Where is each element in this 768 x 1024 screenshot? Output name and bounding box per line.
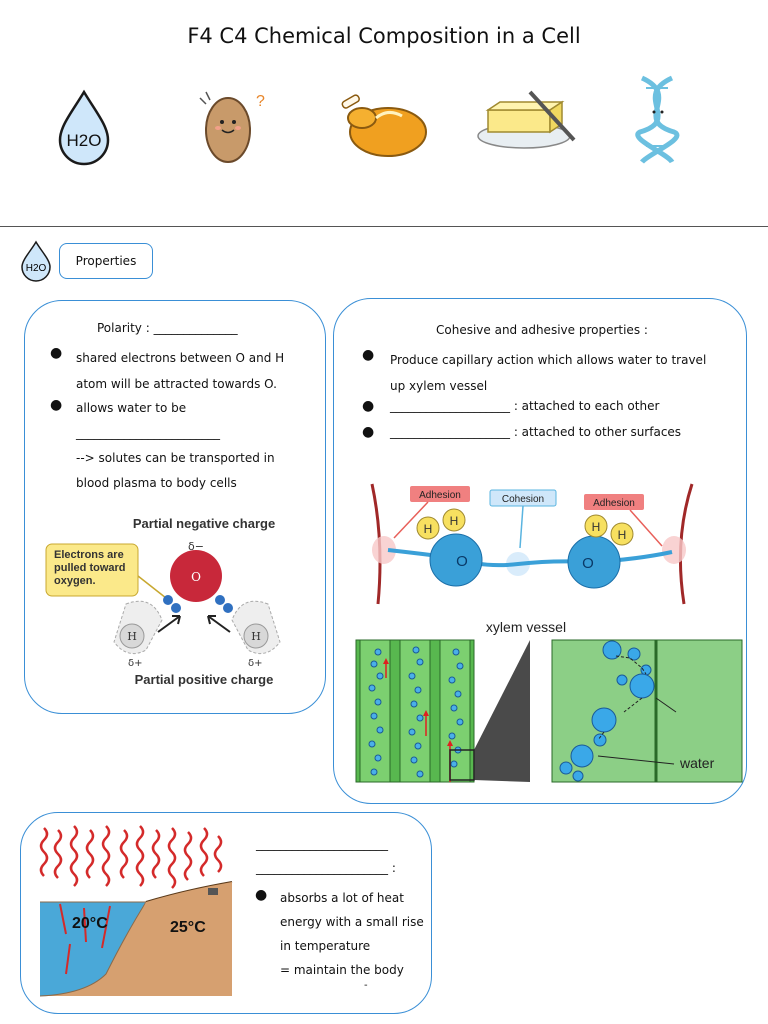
svg-text:O: O xyxy=(582,555,594,572)
bullet-dot: ● xyxy=(50,397,63,413)
svg-text:δ+: δ+ xyxy=(248,658,263,669)
svg-text:H: H xyxy=(127,630,137,643)
heat-bullet-line-1: absorbs a lot of heat xyxy=(280,891,404,905)
electrons-callout xyxy=(45,543,139,597)
polarity-bullet-2-line-3: --> solutes can be transported in xyxy=(76,451,275,465)
page-title: F4 C4 Chemical Composition in a Cell xyxy=(187,24,581,48)
svg-text:H2O: H2O xyxy=(26,263,47,274)
water-label: water xyxy=(679,755,715,771)
svg-text:Adhesion: Adhesion xyxy=(593,498,635,509)
adhesion-label-right xyxy=(584,494,644,510)
dna-icon xyxy=(635,75,680,164)
heat-bullet-line-3: in temperature xyxy=(280,939,371,953)
cohesion-heading: Cohesive and adhesive properties : xyxy=(436,323,648,337)
heat-bullet: absorbs a lot of heat energy with a smal… xyxy=(280,886,424,982)
water-polarity-diagram: Partial negative charge δ− Electrons are… xyxy=(45,516,281,687)
water-drop-icon: H2O xyxy=(21,240,51,282)
cohesion-bullet-1-line-2: up xylem vessel xyxy=(390,379,488,393)
polarity-bullet-1: shared electrons between O and H atom wi… xyxy=(76,345,284,397)
bullet-dot: ● xyxy=(362,398,375,414)
cohesion-bullet-1-line-1: Produce capillary action which allows wa… xyxy=(390,353,707,367)
svg-text:Electrons are: Electrons are xyxy=(54,549,124,561)
partial-positive-label: Partial positive charge xyxy=(135,672,274,687)
polarity-bullet-2: allows water to be _____________________… xyxy=(76,396,275,496)
oxygen-atom xyxy=(170,550,222,602)
svg-text:O: O xyxy=(456,553,468,570)
tab-properties[interactable]: Properties xyxy=(59,243,153,279)
svg-text:25°C: 25°C xyxy=(170,919,206,936)
header-divider xyxy=(0,226,768,227)
svg-text:δ+: δ+ xyxy=(128,658,143,669)
delta-minus: δ− xyxy=(188,540,204,553)
svg-text:O: O xyxy=(191,570,201,584)
svg-text:pulled toward: pulled toward xyxy=(54,562,126,574)
heat-bullet-line-4: = maintain the body xyxy=(280,963,404,977)
heat-blank-2: ______________________ : xyxy=(256,861,396,875)
polarity-bullet-1-line-2: atom will be attracted towards O. xyxy=(76,377,277,391)
xylem-diagram: xylem vessel water xyxy=(355,619,743,783)
svg-text:H: H xyxy=(618,528,627,542)
svg-text:oxygen.: oxygen. xyxy=(54,575,96,587)
cohesion-bullet-2: ____________________ : attached to each … xyxy=(390,399,660,413)
xylem-label: xylem vessel xyxy=(486,619,566,635)
svg-text:20°C: 20°C xyxy=(72,915,108,932)
polarity-bullet-2-line-4: blood plasma to body cells xyxy=(76,476,237,490)
polarity-bullet-2-line-1: allows water to be xyxy=(76,401,187,415)
polarity-bullet-2-line-2: ________________________ xyxy=(76,426,220,440)
cohesion-bullet-1: Produce capillary action which allows wa… xyxy=(390,347,706,399)
heat-bullet-line-2: energy with a small rise xyxy=(280,915,424,929)
partial-negative-label: Partial negative charge xyxy=(133,516,275,531)
polarity-heading: Polarity : ______________ xyxy=(97,321,238,335)
svg-text:Adhesion: Adhesion xyxy=(419,490,461,501)
water-drop-icon: H2O xyxy=(58,89,110,166)
adhesion-label-left xyxy=(410,486,470,502)
svg-text:H2O: H2O xyxy=(67,131,102,150)
bullet-dot: ● xyxy=(255,887,268,903)
potato-icon: ? xyxy=(199,91,265,163)
svg-text:H: H xyxy=(450,514,459,528)
hydrogen-atom-left xyxy=(119,623,145,649)
svg-text:H: H xyxy=(424,522,433,536)
heat-dash: - xyxy=(364,980,368,991)
svg-text:H: H xyxy=(592,520,601,534)
bullet-dot: ● xyxy=(50,345,63,361)
hydrogen-atom-right xyxy=(243,623,269,649)
bullet-dot: ● xyxy=(362,347,375,363)
heat-capacity-diagram: 20°C 25°C xyxy=(39,825,233,997)
butter-icon xyxy=(477,90,576,149)
adhesion-cohesion-diagram: Adhesion Cohesion Adhesion O H H O H H xyxy=(370,483,694,605)
water-molecule-right xyxy=(567,535,621,589)
water-molecule-left xyxy=(429,533,483,587)
polarity-bullet-1-line-1: shared electrons between O and H xyxy=(76,351,285,365)
bullet-dot: ● xyxy=(362,424,375,440)
svg-text:Cohesion: Cohesion xyxy=(502,494,544,505)
svg-text:H: H xyxy=(251,630,261,643)
svg-text:?: ? xyxy=(256,93,265,110)
heat-blank-1: ______________________ xyxy=(256,837,388,851)
cohesion-bullet-3: ____________________ : attached to other… xyxy=(390,425,682,439)
roast-chicken-icon xyxy=(341,94,427,157)
